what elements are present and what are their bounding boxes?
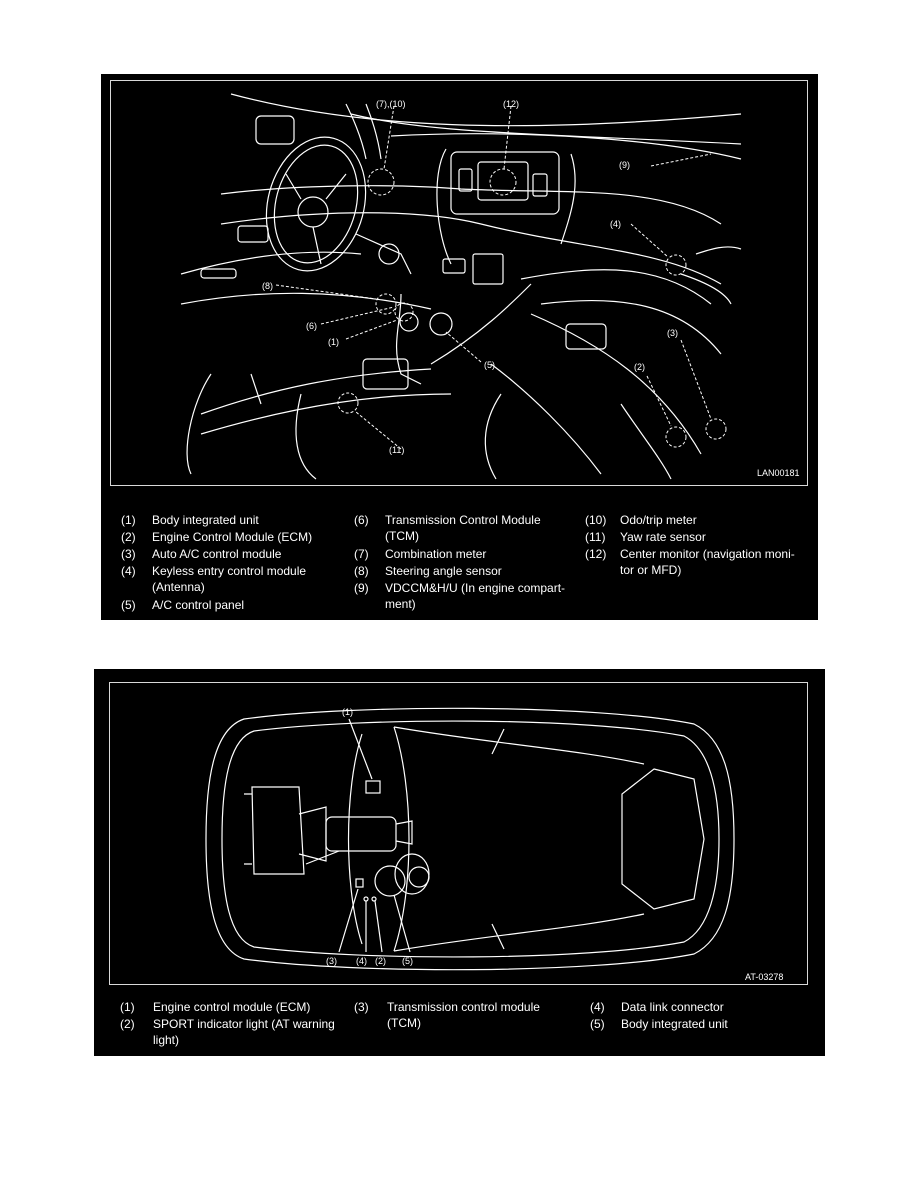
legend-label: Transmission control module (TCM) [387,1000,540,1030]
legend-number: (4) [590,1000,605,1014]
callout-6: (6) [306,321,317,331]
callout-4: (4) [610,219,621,229]
interior-line-drawing: (7),(10) (12) (9) (4) (8) (6) (1) (5) (3… [180,93,742,480]
callout-3: (3) [326,956,337,966]
interior-diagram-frame [110,80,808,486]
callout-2: (2) [634,362,645,372]
legend-number: (9) [354,581,369,595]
legend-number: (2) [120,1017,135,1031]
callout-1: (1) [342,707,353,717]
figure-code: AT-03278 [745,972,784,982]
legend-number: (8) [354,564,369,578]
legend-number: (11) [585,530,606,544]
callout-9: (9) [619,160,630,170]
legend-label: Body integrated unit [621,1017,728,1031]
legend-number: (2) [121,530,136,544]
legend-label: Yaw rate sensor [620,530,706,544]
legend-label: VDCCM&H/U (In engine compart-ment) [385,581,566,611]
topview-diagram-frame [109,682,808,985]
legend-label: Keyless entry control module (Antenna) [152,564,307,594]
legend-label: Combination meter [385,547,487,561]
legend-label: Auto A/C control module [152,547,282,561]
callout-11: (11) [389,445,404,455]
legend-label: Transmission Control Module (TCM) [385,513,541,543]
callout-12: (12) [503,99,519,109]
figure-code: LAN00181 [757,468,800,478]
legend-number: (10) [585,513,607,527]
legend-number: (5) [121,598,136,612]
legend-number: (5) [590,1017,605,1031]
legend-label: Engine Control Module (ECM) [152,530,313,544]
legend-label: Odo/trip meter [620,513,697,527]
callout-2: (2) [375,956,386,966]
callout-8: (8) [262,281,273,291]
legend-number: (4) [121,564,136,578]
legend-number: (1) [120,1000,135,1014]
callout-5: (5) [402,956,413,966]
legend-number: (1) [121,513,136,527]
legend-number: (3) [354,1000,369,1014]
legend-number: (6) [354,513,369,527]
legend-label: SPORT indicator light (AT warning light) [153,1017,335,1047]
callout-5: (5) [484,360,495,370]
legend-number: (7) [354,547,369,561]
callout-1: (1) [328,337,339,347]
legend-label: Engine control module (ECM) [153,1000,311,1014]
callout-7-10: (7),(10) [376,99,406,109]
legend-number: (3) [121,547,136,561]
legend-label: A/C control panel [152,598,245,612]
topview-line-drawing: (1) (3) (4) (2) (5) [205,707,735,971]
callout-3: (3) [667,328,678,338]
topview-diagram-panel: (1) (3) (4) (2) (5) AT-03278 (1) Engine c… [94,669,825,1056]
legend-label: Body integrated unit [152,513,259,527]
callout-4: (4) [356,956,367,966]
legend-label: Steering angle sensor [385,564,502,578]
legend-label: Data link connector [621,1000,724,1014]
interior-diagram-panel: (7),(10) (12) (9) (4) (8) (6) (1) (5) (3… [101,74,818,620]
legend-label: Center monitor (navigation moni-tor or M… [620,547,795,577]
legend-number: (12) [585,547,607,561]
